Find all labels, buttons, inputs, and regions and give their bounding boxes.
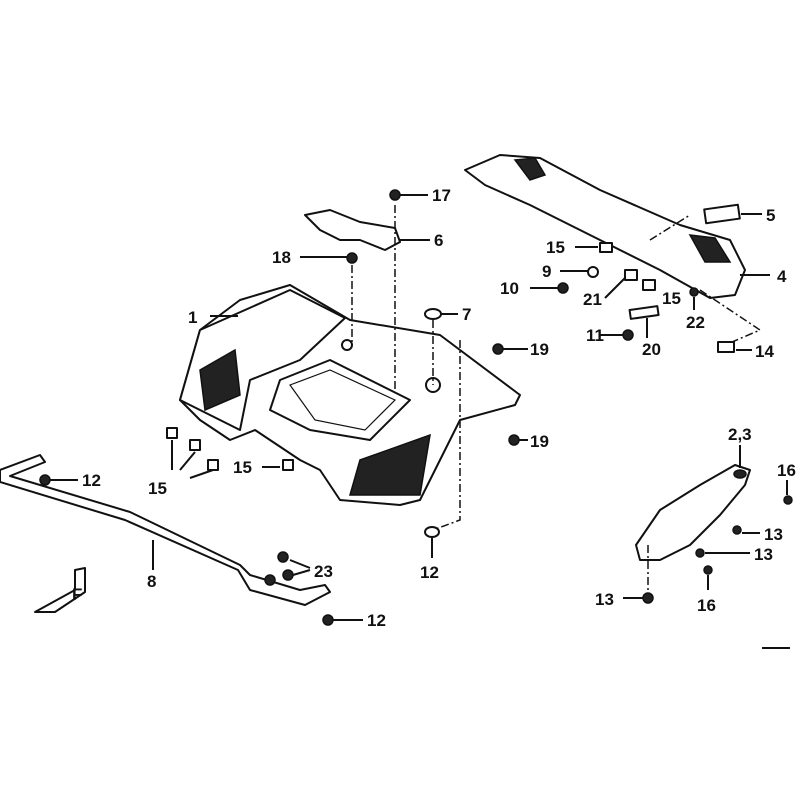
callout-15: 15 — [233, 458, 252, 477]
callout-6: 6 — [434, 231, 443, 250]
callout-21: 21 — [583, 290, 602, 309]
callout-7: 7 — [462, 305, 471, 324]
cover-detail — [513, 157, 732, 263]
callout-11: 11 — [586, 326, 604, 345]
callout-13: 13 — [764, 525, 783, 544]
callout-19: 19 — [530, 340, 549, 359]
callout-9: 9 — [542, 262, 551, 281]
front-direction-mark: F — [34, 567, 86, 613]
callout-13: 13 — [754, 545, 773, 564]
callout-15: 15 — [148, 479, 167, 498]
callout-19: 19 — [530, 432, 549, 451]
plate-part-6 — [304, 209, 401, 251]
front-mark-label: F — [72, 585, 82, 604]
fasteners — [39, 189, 793, 626]
callout-5: 5 — [766, 206, 775, 225]
reflector-part-5 — [703, 203, 741, 225]
callout-12: 12 — [420, 563, 439, 582]
mudguard-part-2-3 — [635, 464, 751, 561]
rear-fender-part-1 — [179, 284, 521, 506]
callout-16: 16 — [777, 461, 796, 480]
callout-20: 20 — [642, 340, 661, 359]
callout-23: 23 — [314, 562, 333, 581]
assembly-lines — [351, 205, 762, 595]
callout-18: 18 — [272, 248, 291, 267]
callout-8: 8 — [147, 572, 156, 591]
callout-12: 12 — [367, 611, 386, 630]
callout-13: 13 — [595, 590, 614, 609]
callout-15: 15 — [662, 289, 681, 308]
callout-14: 14 — [755, 342, 774, 361]
support-bar-part-8 — [0, 454, 331, 606]
callout-22: 22 — [686, 313, 705, 332]
callout-17: 17 — [432, 186, 451, 205]
callout-4: 4 — [777, 267, 787, 286]
rear-cover-part-4 — [464, 154, 746, 299]
callout-labels: 17 6 18 1 7 19 19 5 15 9 10 21 15 4 22 1… — [82, 186, 796, 630]
callout-16: 16 — [697, 596, 716, 615]
callout-12: 12 — [82, 471, 101, 490]
callout-1: 1 — [188, 308, 197, 327]
callout-2-3: 2,3 — [728, 425, 752, 444]
callout-15: 15 — [546, 238, 565, 257]
leader-lines — [50, 194, 788, 621]
callout-10: 10 — [500, 279, 519, 298]
